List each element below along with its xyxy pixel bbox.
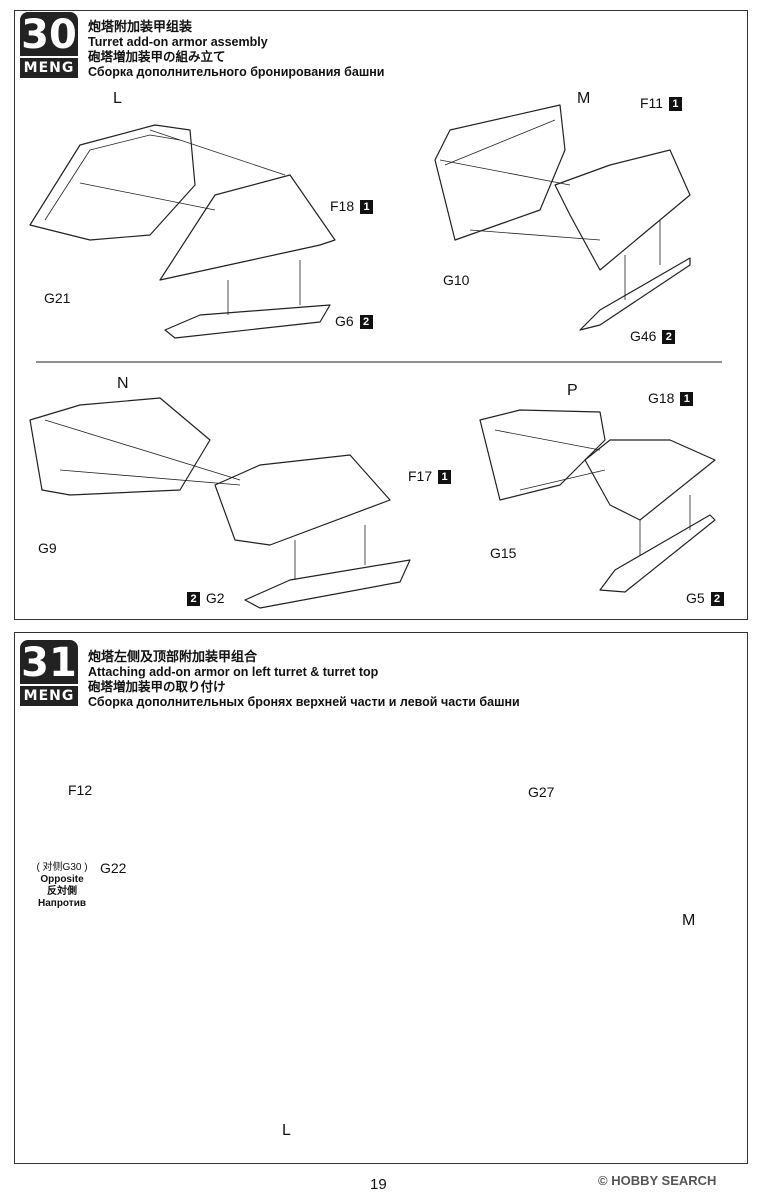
step-30-title-jp: 砲塔増加装甲の組み立て [88, 50, 226, 64]
part-g18-name: G18 [648, 390, 675, 406]
part-g46-name: G46 [630, 328, 657, 344]
step-30-panel [14, 10, 748, 620]
part-f18-name: F18 [330, 198, 355, 214]
box-2-g5: 2 [710, 592, 724, 607]
step-30-title-en: Turret add-on armor assembly [88, 35, 268, 49]
part-g5-name: G5 [686, 590, 705, 606]
part-g27-label: G27 [528, 784, 555, 800]
opposite-note-en: Opposite [40, 874, 84, 885]
box-2-g6: 2 [359, 315, 373, 330]
copyright-icon: © [598, 1173, 608, 1188]
part-f17-name: F17 [408, 468, 433, 484]
step-31-brand: MENG [20, 686, 78, 706]
part-g21-label: G21 [44, 290, 71, 306]
part-f18-label: F18 1 [330, 198, 375, 215]
armor-plate-g18 [584, 439, 716, 521]
step-31-title-ru: Сборка дополнительных бронях верхней час… [88, 695, 520, 709]
step-31-title: 炮塔左侧及顶部附加装甲组合 Attaching add-on armor on … [88, 646, 520, 710]
part-g5-label: G5 2 [686, 590, 726, 607]
opposite-note-jp: 反対側 [47, 886, 77, 897]
part-g6-name: G6 [335, 313, 354, 329]
box-1-g18: 1 [680, 392, 694, 407]
part-g46-label: G46 2 [630, 328, 677, 345]
part-f11-name: F11 [640, 95, 664, 111]
opposite-note: ( 对侧G30 ) Opposite 反対側 Напротив [20, 862, 104, 910]
part-g2-label: 2 G2 [185, 590, 225, 607]
label-M-30: M [577, 90, 591, 107]
armor-strip-g6 [164, 304, 331, 339]
armor-plate-f17 [214, 454, 391, 546]
box-1-f11: 1 [668, 97, 682, 112]
step-31-title-zh: 炮塔左侧及顶部附加装甲组合 [88, 650, 258, 665]
step-31-panel [14, 632, 748, 1164]
armor-plate-g21 [29, 124, 196, 241]
step-30-title-zh: 炮塔附加装甲组装 [88, 20, 193, 35]
label-P-30: P [567, 382, 578, 399]
armor-strip-g5 [599, 514, 716, 593]
opposite-note-ru: Напротив [38, 898, 86, 909]
armor-strip-g2 [244, 559, 411, 609]
part-g9-label: G9 [38, 540, 57, 556]
armor-strip-g46 [579, 257, 691, 331]
label-L-31: L [282, 1122, 291, 1139]
part-g22-label: G22 [100, 860, 127, 876]
part-g18-label: G18 1 [648, 390, 695, 407]
label-N-30: N [117, 375, 129, 392]
part-f17-label: F17 1 [408, 468, 453, 485]
part-g10-label: G10 [443, 272, 470, 288]
step-31-title-jp: 砲塔増加装甲の取り付け [88, 680, 226, 694]
part-g6-label: G6 2 [335, 313, 375, 330]
hobby-search-watermark: © HOBBY SEARCH [598, 1173, 716, 1188]
label-L-30: L [113, 90, 122, 107]
label-M-31: M [682, 912, 696, 929]
box-1-f18: 1 [360, 200, 374, 215]
page-number: 19 [370, 1176, 387, 1193]
armor-plate-g10 [434, 104, 566, 241]
armor-plate-g9 [29, 397, 211, 496]
armor-plate-g15 [479, 409, 606, 501]
step-30-title: 炮塔附加装甲组装 Turret add-on armor assembly 砲塔… [88, 16, 384, 80]
watermark-text: HOBBY SEARCH [611, 1173, 717, 1188]
part-f11-label: F11 1 [640, 95, 684, 112]
box-2-g46: 2 [662, 330, 676, 345]
part-f12-label: F12 [68, 782, 93, 798]
part-g15-label: G15 [490, 545, 517, 561]
step-31-title-en: Attaching add-on armor on left turret & … [88, 665, 379, 679]
box-2-g2: 2 [187, 592, 200, 607]
step-31-number: 31 [20, 640, 78, 686]
step-30-brand: MENG [20, 58, 78, 78]
opposite-note-zh: ( 对侧G30 ) [36, 862, 88, 873]
part-g2-name: G2 [205, 590, 225, 606]
armor-plate-f11 [554, 149, 691, 271]
step-30-title-ru: Сборка дополнительного бронирования башн… [88, 65, 385, 79]
step-30-number: 30 [20, 12, 78, 58]
box-1-f17: 1 [438, 470, 452, 485]
